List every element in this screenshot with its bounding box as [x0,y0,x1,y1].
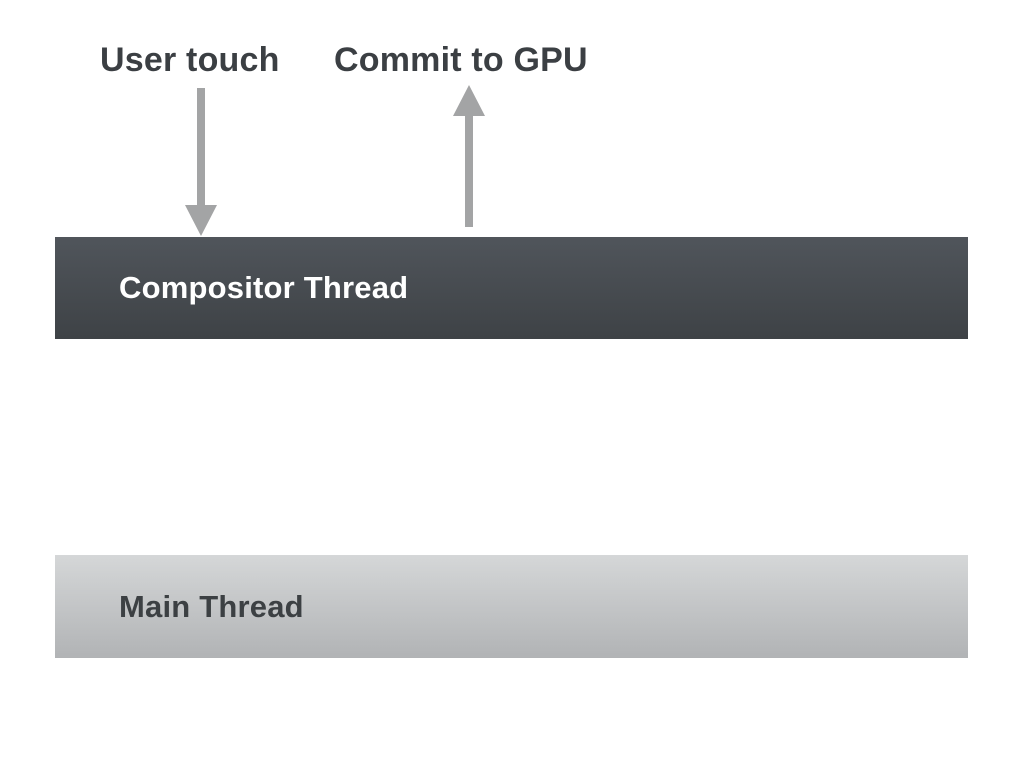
down-arrow-icon [185,88,217,236]
down-arrow-head [185,205,217,236]
down-arrow-shaft [197,88,205,206]
main-thread-label: Main Thread [119,588,304,624]
up-arrow-shaft [465,115,473,227]
compositor-thread-bar: Compositor Thread [55,237,968,339]
up-arrow-icon [453,85,485,227]
user-touch-label: User touch [100,41,280,79]
up-arrow-head [453,85,485,116]
compositor-thread-label: Compositor Thread [119,270,409,305]
main-thread-bar: Main Thread [55,555,968,658]
commit-to-gpu-label: Commit to GPU [334,41,588,79]
